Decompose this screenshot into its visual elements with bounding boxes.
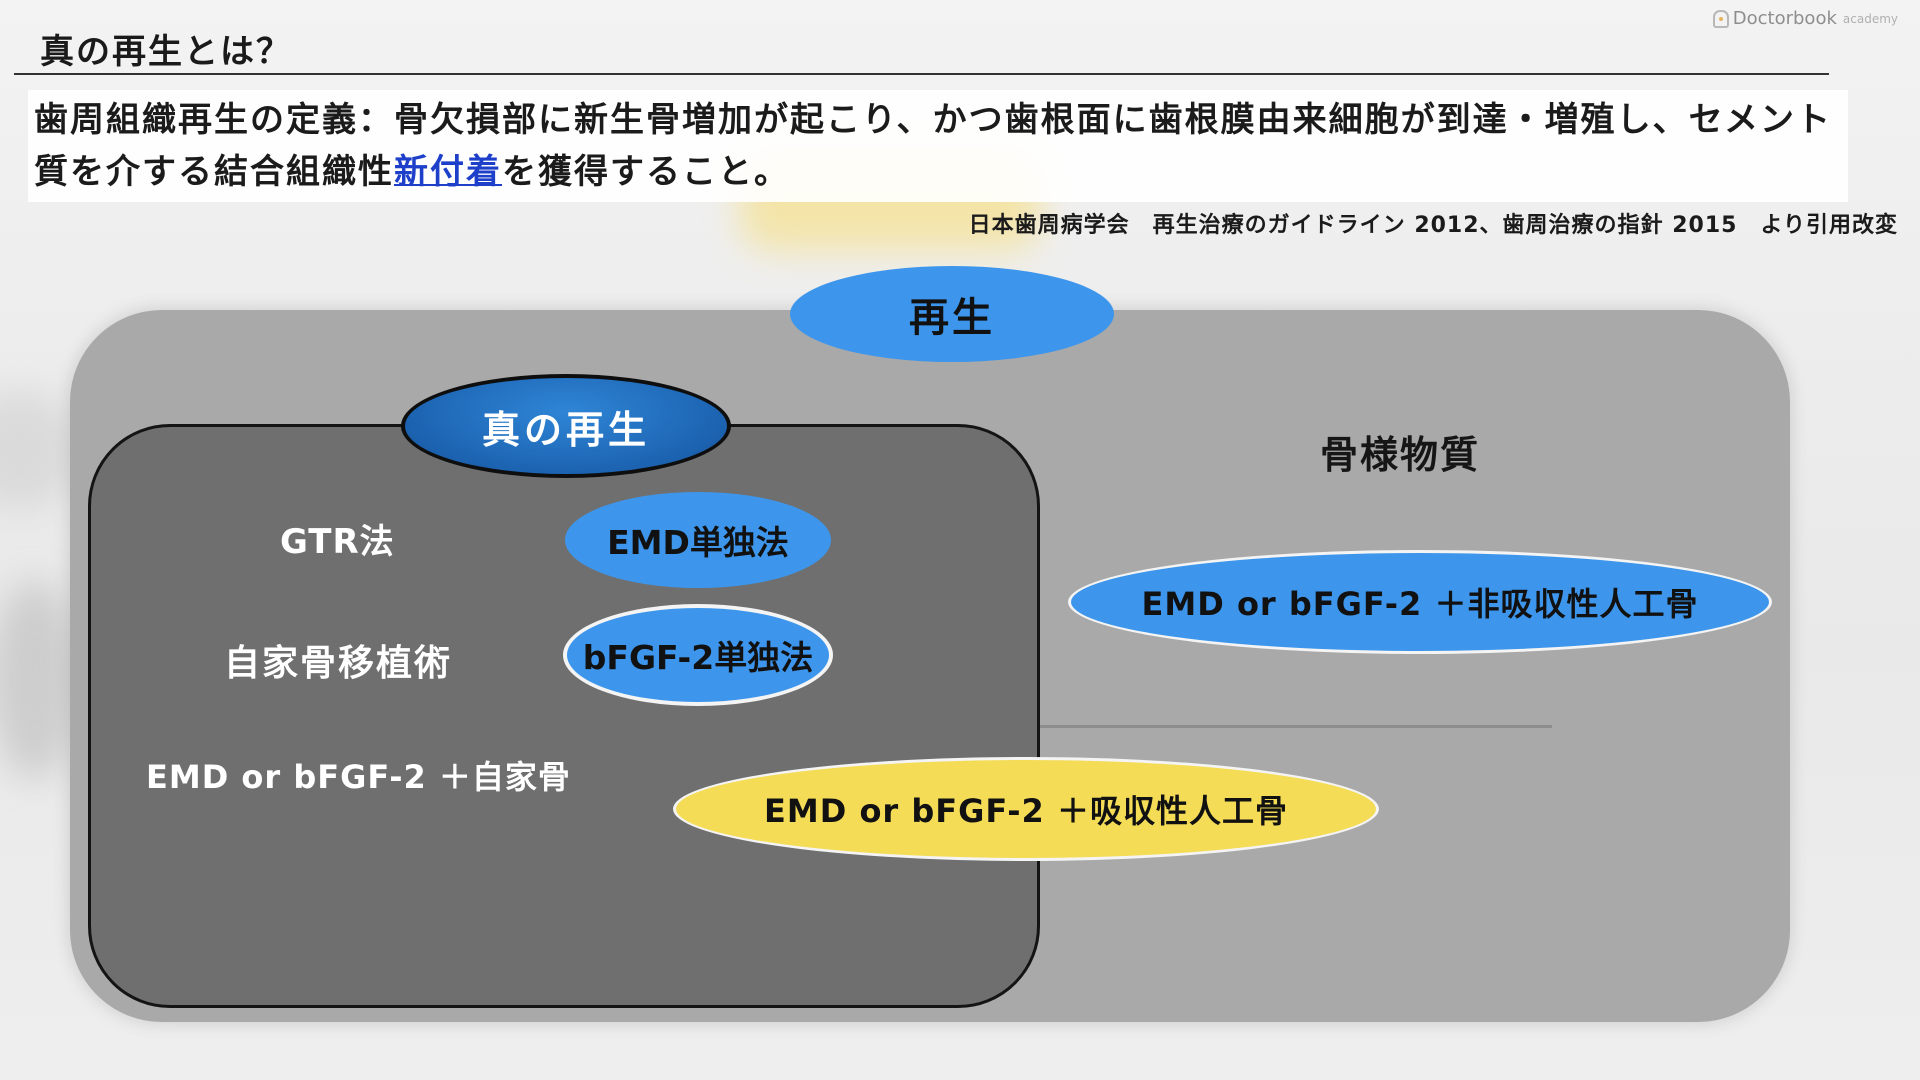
background-blur [0,580,80,780]
definition-highlight: 新付着 [394,152,502,192]
non-resorbable-ellipse: EMD or bFGF-2 ＋非吸収性人工骨 [1068,550,1772,654]
logo-subtext: academy [1842,11,1898,26]
resorbable-ellipse: EMD or bFGF-2 ＋吸収性人工骨 [673,757,1379,861]
background-blur [0,390,80,510]
page-title: 真の再生とは？ [40,32,292,72]
autograft-label: 自家骨移植術 [224,643,453,684]
citation: 日本歯周病学会 再生治療のガイドライン 2012、歯周治療の指針 2015 より… [968,213,1898,238]
emd-alone-ellipse: EMD単独法 [565,492,831,588]
title-divider [14,73,1829,75]
gtr-method-label: GTR法 [280,522,395,562]
bone-like-substance-label: 骨様物質 [1320,433,1481,477]
definition-text: 歯周組織再生の定義：骨欠損部に新生骨増加が起こり、かつ歯根面に歯根膜由来細胞が到… [28,90,1848,202]
logo-text: Doctorbook [1732,8,1837,29]
emd-autograft-label: EMD or bFGF-2 ＋自家骨 [146,758,571,796]
region-divider [1040,725,1552,728]
bfgf-alone-ellipse: bFGF-2単独法 [563,604,833,706]
definition-prefix: 歯周組織再生の定義：骨欠損部に新生骨増加が起こり、かつ歯根面に歯根膜由来細胞が到… [34,100,1832,192]
regeneration-label: 再生 [790,266,1114,362]
doctorbook-logo-icon [1712,9,1729,28]
brand-logo: Doctorbook academy [1712,8,1898,29]
true-regeneration-region [88,424,1040,1008]
true-regeneration-label: 真の再生 [401,374,731,478]
definition-suffix: を獲得すること。 [502,152,790,192]
